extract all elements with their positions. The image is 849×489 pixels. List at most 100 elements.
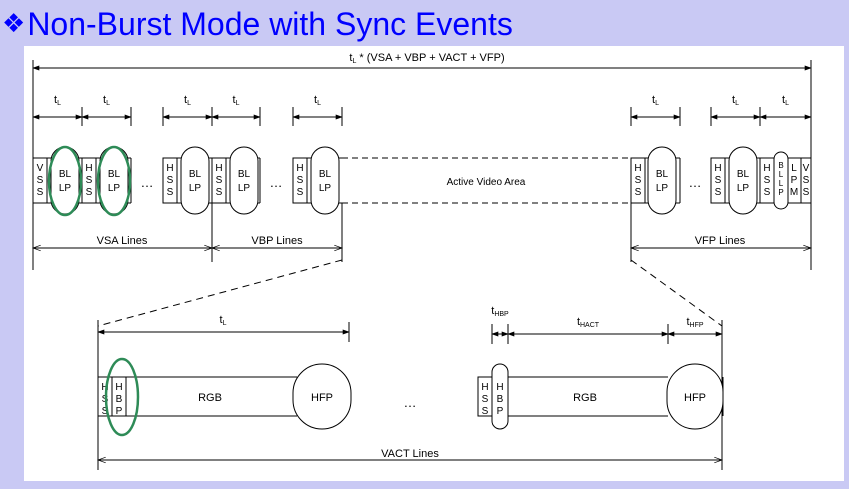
period-label-6: tL (732, 94, 739, 107)
hss-box-8-text-2: S (764, 187, 771, 198)
t-symbol: t (184, 94, 187, 106)
hss-box-3-text-0: H (166, 163, 173, 174)
bllp-pill-2-bl: BL (108, 169, 121, 180)
t-subscript: L (236, 100, 240, 107)
bllp-pill-4 (229, 146, 259, 215)
ellipsis-1: … (141, 175, 154, 190)
t-symbol: t (103, 94, 106, 106)
hss-box-5 (292, 157, 308, 204)
hss-box-6 (630, 157, 646, 204)
bllp-pill-1 (50, 146, 80, 215)
bllp-pill-3-lp: LP (189, 183, 202, 194)
t-subscript: L (317, 100, 321, 107)
lpm-text-1: P (791, 175, 798, 186)
highlight-hbp (104, 357, 140, 437)
detail-rgb-left-label: RGB (198, 392, 222, 404)
zoom-line-left (97, 259, 343, 327)
bllp-pill-4-bl: BL (238, 169, 251, 180)
hss-box-3-text-2: S (167, 187, 174, 198)
lpm-text-0: L (791, 163, 797, 174)
zoom-line-right (630, 259, 723, 327)
hss-box-1-text-1: S (86, 175, 93, 186)
lpm-text-2: M (790, 187, 798, 198)
vact-lines-label: VACT Lines (381, 448, 439, 460)
period-label-7: tL (782, 94, 789, 107)
ellipsis-2: … (270, 175, 283, 190)
bllp-pill-6-lp: LP (656, 183, 669, 194)
vfp-lines-label: VFP Lines (695, 235, 746, 247)
hss-box-7 (710, 157, 726, 204)
bllp-pill-4-lp: LP (238, 183, 251, 194)
hss-box-6-text-2: S (635, 187, 642, 198)
hss-box-3-text-1: S (167, 175, 174, 186)
vss-right-text-2: S (803, 187, 810, 198)
hss-box-4 (211, 157, 227, 204)
t-symbol: t (577, 316, 580, 328)
detail-ellipsis: … (404, 395, 417, 410)
hss-box-6-text-1: S (635, 175, 642, 186)
hss-box-7-text-0: H (714, 163, 721, 174)
highlight-bllp-1 (47, 145, 83, 217)
bllp-pill-1-lp: LP (59, 183, 72, 194)
detail-rgb-right-label: RGB (573, 392, 597, 404)
active-video-label: Active Video Area (447, 177, 526, 188)
t-symbol: t (233, 94, 236, 106)
bllp-pill-7 (728, 146, 758, 215)
detail-hfp-left-label: HFP (311, 392, 333, 404)
period-label-5: tL (652, 94, 659, 107)
vbp-lines-label: VBP Lines (251, 235, 303, 247)
t-subscript: L (655, 100, 659, 107)
t-subscript: L (785, 100, 789, 107)
vss-box-left (32, 157, 48, 204)
t-subscript: L (57, 100, 61, 107)
t-symbol: t (491, 305, 494, 317)
detail-hfp-right-label: HFP (684, 392, 706, 404)
slide-title: ❖ Non-Burst Mode with Sync Events (2, 2, 513, 46)
highlight-bllp-2 (96, 145, 132, 217)
t-symbol: t (220, 314, 223, 326)
t-symbol: t (732, 94, 735, 106)
diamond-bullet-icon: ❖ (2, 9, 26, 39)
detail-hbp-box-left (111, 376, 127, 417)
bllp-pill-7-bl: BL (737, 169, 750, 180)
detail-hbp-left-text-0: H (115, 382, 122, 393)
thact-label: tHACT (577, 316, 600, 329)
t-symbol: t (782, 94, 785, 106)
t-subscript: HBP (494, 311, 509, 318)
thfp-label: tHFP (686, 316, 703, 329)
bllp-pill-5 (310, 146, 340, 215)
bllp-small-text-2: L (779, 179, 784, 188)
t-subscript: L (187, 100, 191, 107)
detail-hfp-left (292, 363, 352, 430)
vss-box-right (800, 157, 812, 204)
detail-hbp-left-text-1: B (116, 394, 123, 405)
hss-box-7-text-2: S (715, 187, 722, 198)
hss-box-5-text-2: S (297, 187, 304, 198)
vsa-lines-label: VSA Lines (97, 235, 148, 247)
t-subscript: HFP (690, 322, 704, 329)
bllp-small-text-0: B (778, 161, 783, 170)
bllp-pill-7-lp: LP (737, 183, 750, 194)
vss-left-text-0: V (37, 163, 44, 174)
t-symbol: t (686, 316, 689, 328)
bllp-pill-6-bl: BL (656, 169, 669, 180)
t-subscript: L (352, 58, 356, 65)
vss-left-text-2: S (37, 187, 44, 198)
detail-hss-left-text-0: H (101, 382, 108, 393)
hss-box-5-text-1: S (297, 175, 304, 186)
thbp-label: tHBP (491, 305, 509, 318)
hss-box-4-text-0: H (215, 163, 222, 174)
t-symbol: t (652, 94, 655, 106)
bllp-pill-2 (99, 146, 129, 215)
hss-box-5-text-0: H (296, 163, 303, 174)
detail-hbp-left-text-2: P (116, 406, 123, 417)
detail-hbp-right-text-0: H (496, 382, 503, 393)
bllp-pill-3 (180, 146, 210, 215)
bllp-pill-1-bl: BL (59, 169, 72, 180)
bllp-pill-5-lp: LP (319, 183, 332, 194)
t-subscript: L (223, 320, 227, 327)
t-subscript: L (106, 100, 110, 107)
total-formula: * (VSA + VBP + VACT + VFP) (356, 52, 504, 64)
detail-period-label: tL (220, 314, 227, 327)
